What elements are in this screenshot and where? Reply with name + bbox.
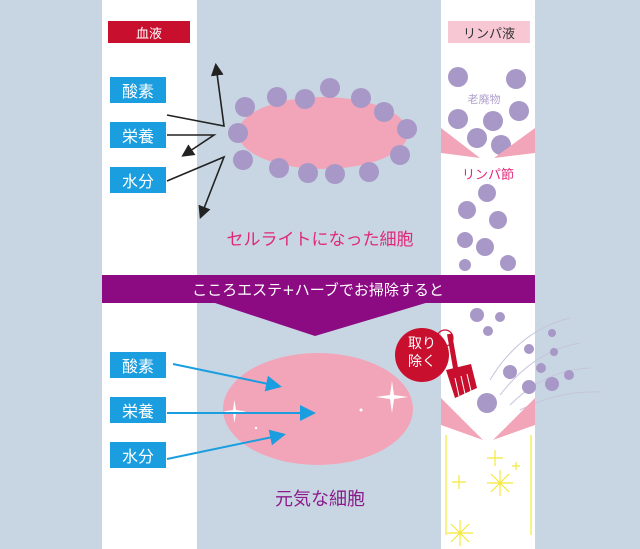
blocked-arrows: [166, 62, 226, 219]
remove-badge: 取り 除く: [408, 335, 436, 371]
waste-label: 老廃物: [467, 93, 501, 106]
healthy-cell: [223, 353, 413, 465]
nutrition-box-top: 栄養: [110, 122, 166, 148]
water-box-bottom: 水分: [110, 442, 166, 468]
banner-text: こころエステ+ハーブでお掃除すると: [192, 281, 444, 299]
lymph-label: リンパ液: [448, 21, 530, 43]
cellulite-cell: [228, 78, 417, 184]
removed-particles: [470, 308, 574, 413]
lymph-node-label: リンパ節: [461, 168, 515, 183]
remove-badge-circle: [395, 328, 449, 382]
waste-particles: [448, 67, 529, 271]
water-box-top: 水分: [110, 167, 166, 193]
clean-flow-lines: [445, 435, 532, 535]
nutrient-arrows: [166, 363, 316, 460]
cellulite-caption: セルライトになった細胞: [226, 230, 414, 250]
sparkle-icon: [223, 381, 408, 430]
lymph-node-top: [441, 128, 535, 158]
oxygen-box-top: 酸素: [110, 77, 166, 103]
healthy-caption: 元気な細胞: [275, 489, 365, 510]
yellow-sparkle-icon: [447, 450, 520, 546]
brush-icon: [436, 329, 477, 398]
blood-label: 血液: [108, 21, 190, 43]
lymph-node-bottom: [441, 398, 535, 440]
remove-badge-line2: 除く: [408, 354, 436, 370]
remove-badge-line1: 取り: [408, 336, 436, 352]
nutrition-box-bottom: 栄養: [110, 397, 166, 423]
oxygen-box-bottom: 酸素: [110, 352, 166, 378]
banner-arrow: [102, 275, 535, 336]
